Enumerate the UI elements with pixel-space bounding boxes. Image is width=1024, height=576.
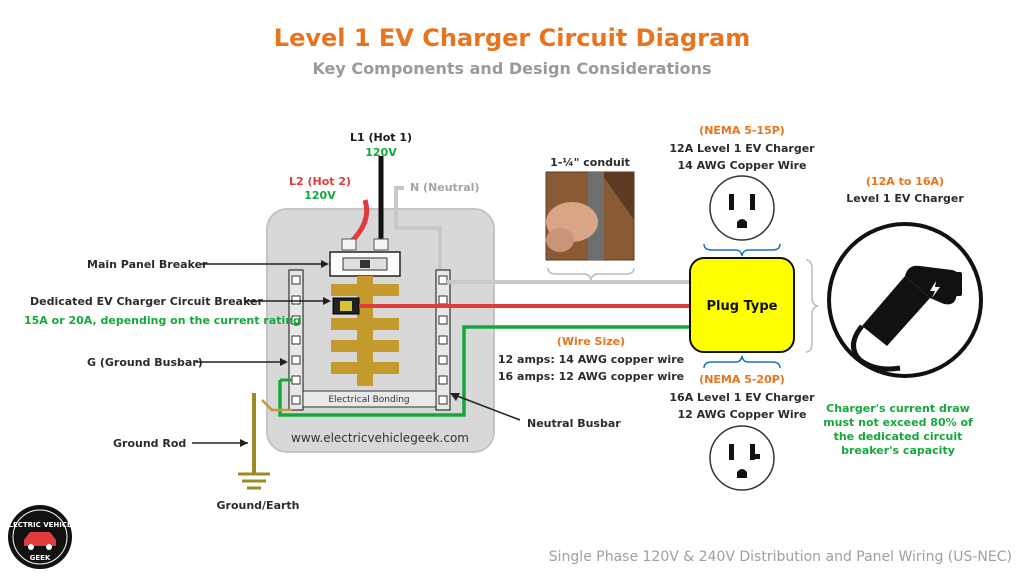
neutral-wire-in [394, 186, 442, 275]
footer-caption: Single Phase 120V & 240V Distribution an… [549, 549, 1012, 565]
nema520-line-1: 16A Level 1 EV Charger [669, 391, 815, 404]
main-breaker-switch [360, 260, 370, 268]
ground-busbar-arrowhead [280, 358, 288, 366]
nema515-outlet-icon [709, 175, 775, 241]
wire-size-line-2: 16 amps: 12 AWG copper wire [498, 370, 684, 383]
electric-vehicle-geek-logo: ELECTRIC VEHICLE GEEK [4, 505, 77, 569]
electrical-bonding-bar [302, 390, 437, 408]
ground-rod-arrowhead [240, 439, 248, 447]
l2-label: L2 (Hot 2) [289, 175, 351, 188]
plug-type-label: Plug Type [707, 299, 778, 314]
hot-busbar-fingers [331, 284, 399, 374]
bonding-label: Electrical Bonding [328, 395, 409, 405]
nema515-line-1: 12A Level 1 EV Charger [669, 142, 815, 155]
l1-voltage: 120V [365, 146, 397, 159]
ground-wire-out [278, 325, 692, 417]
charger-range-title: (12A to 16A) [866, 175, 944, 188]
nema520-brace [703, 355, 781, 369]
plug-type-box [689, 257, 795, 353]
nema515-line-2: 14 AWG Copper Wire [677, 159, 806, 172]
conduit-label: 1-¼" conduit [550, 156, 630, 169]
ev-breaker-label: Dedicated EV Charger Circuit Breaker [30, 295, 263, 308]
main-breaker-terminal-l1 [373, 238, 389, 251]
ev-breaker-handle [340, 301, 352, 311]
ground-rod [252, 393, 256, 473]
neutral-busbar-arrowhead [450, 393, 460, 401]
ground-busbar-screws [291, 275, 301, 405]
ground-busbar-label: G (Ground Busbar) [87, 356, 203, 369]
charger-note-line-2: must not exceed 80% of [823, 416, 973, 429]
logo-bottom-text: GEEK [30, 554, 51, 562]
main-breaker-terminal-l2 [341, 238, 357, 251]
ground-rod-wire [261, 399, 292, 412]
ev-breaker-arrowhead [323, 297, 331, 305]
nema520-title: (NEMA 5-20P) [699, 373, 785, 386]
neutral-busbar-screws [438, 275, 448, 405]
ev-charger-connector-icon [827, 222, 983, 378]
nema520-line-2: 12 AWG Copper Wire [677, 408, 806, 421]
neutral-busbar-arrow [451, 393, 521, 421]
ev-breaker-note: 15A or 20A, depending on the current rat… [24, 314, 301, 327]
neutral-label: N (Neutral) [410, 181, 479, 194]
main-breaker-arrowhead [321, 260, 329, 268]
website-url: www.electricvehiclegeek.com [291, 431, 469, 445]
wire-size-line-1: 12 amps: 14 AWG copper wire [498, 353, 684, 366]
conduit-brace [547, 267, 635, 281]
conduit-photo [545, 171, 635, 261]
page-subtitle: Key Components and Design Considerations [312, 59, 711, 78]
ground-earth-label: Ground/Earth [216, 499, 299, 512]
charger-note-line-1: Charger's current draw [826, 402, 970, 415]
page-title: Level 1 EV Charger Circuit Diagram [274, 24, 750, 52]
ground-rod-label: Ground Rod [113, 437, 186, 450]
nema520-outlet-icon [709, 425, 775, 491]
l1-label: L1 (Hot 1) [350, 131, 412, 144]
logo-top-text: ELECTRIC VEHICLE [4, 521, 77, 529]
hot-busbar-spine [357, 276, 373, 386]
main-breaker-label: Main Panel Breaker [87, 258, 208, 271]
charger-note-line-3: the dedicated circuit [834, 430, 963, 443]
charger-note-line-4: breaker's capacity [841, 444, 955, 457]
nema515-title: (NEMA 5-15P) [699, 124, 785, 137]
wire-size-title: (Wire Size) [557, 335, 625, 348]
charger-name: Level 1 EV Charger [846, 192, 964, 205]
l2-voltage: 120V [304, 189, 336, 202]
charger-brace [805, 259, 819, 353]
neutral-busbar-label: Neutral Busbar [527, 417, 621, 430]
nema515-brace [703, 243, 781, 257]
